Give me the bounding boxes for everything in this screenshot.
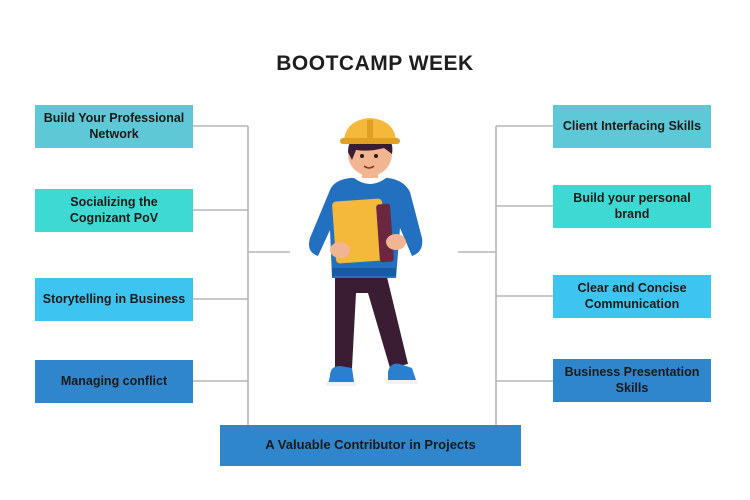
left-item-label: Build Your Professional Network [43, 110, 185, 141]
right-item-client-interfacing: Client Interfacing Skills [553, 105, 711, 148]
right-item-label: Clear and Concise Communication [577, 280, 687, 311]
left-item-managing-conflict: Managing conflict [35, 360, 193, 403]
left-item-label: Socializing the Cognizant PoV [69, 194, 159, 225]
worker-illustration [309, 118, 423, 386]
right-item-label: Client Interfacing Skills [562, 118, 702, 133]
right-item-personal-brand: Build your personal brand [553, 185, 711, 228]
page-title: BOOTCAMP WEEK [276, 52, 474, 75]
bottom-item-label: A Valuable Contributor in Projects [265, 437, 476, 453]
left-item-cognizant-pov: Socializing the Cognizant PoV [35, 189, 193, 232]
right-item-label: Build your personal brand [573, 190, 691, 221]
left-item-storytelling: Storytelling in Business [35, 278, 193, 321]
right-item-label: Business Presentation Skills [564, 364, 700, 395]
left-item-label: Managing conflict [60, 373, 168, 388]
right-item-presentation-skills: Business Presentation Skills [553, 359, 711, 402]
left-item-label: Storytelling in Business [42, 291, 186, 306]
left-item-professional-network: Build Your Professional Network [35, 105, 193, 148]
bottom-item-valuable-contributor: A Valuable Contributor in Projects [220, 425, 521, 466]
right-item-communication: Clear and Concise Communication [553, 275, 711, 318]
